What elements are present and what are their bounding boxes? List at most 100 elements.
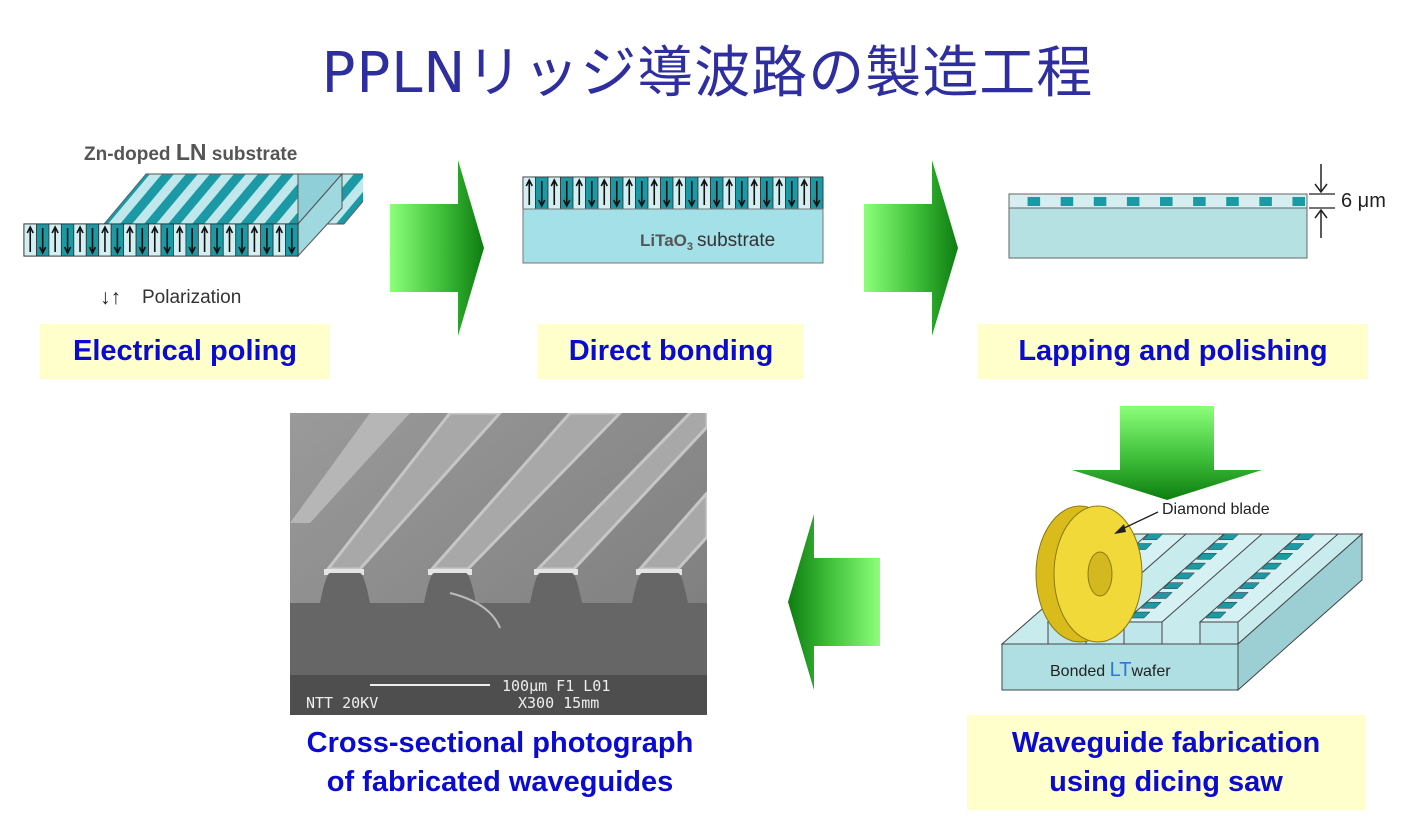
arrow-up-icon <box>725 178 733 187</box>
poling-illustration: Zn-doped LN substrate ↓↑ Polarization <box>23 139 363 309</box>
ridge-domain-stripe <box>1238 582 1260 589</box>
arrow-down-icon <box>613 199 621 208</box>
ridge-domain-stripe <box>1173 572 1196 580</box>
arrow-down-icon <box>213 246 221 255</box>
arrow-up-icon <box>76 225 84 234</box>
ridge-domain-stripe <box>1196 553 1218 560</box>
arrow-left <box>788 514 880 690</box>
page-title: PPLNリッジ導波路の製造工程 <box>321 41 1094 106</box>
domain-stripe <box>1126 197 1140 206</box>
ridge-domain-stripe <box>1140 601 1162 609</box>
photo-caption: Cross-sectional photograph of fabricated… <box>240 724 760 802</box>
step-label-waveguide-fabrication: Waveguide fabrication using dicing saw <box>967 715 1365 810</box>
arrow-down-icon <box>138 246 147 255</box>
arrow-down-icon <box>788 199 796 208</box>
arrow-down <box>1072 406 1262 500</box>
arrow-down-icon <box>638 199 646 208</box>
sem-photograph: 100μm F1 L01 NTT 20KV X300 15mm <box>290 413 707 715</box>
arrow-down-icon <box>263 246 271 255</box>
step-label-lapping-polishing: Lapping and polishing <box>978 324 1368 379</box>
domain-stripe <box>1093 197 1107 206</box>
domain-stripe <box>1027 197 1041 206</box>
substrate-label: Zn-doped LN substrate <box>84 139 297 165</box>
arrow-up-icon <box>675 178 683 187</box>
ridge-domain-stripe <box>1260 562 1283 570</box>
polarization-arrows: ↓↑ <box>100 286 121 309</box>
arrow-up-icon <box>275 225 284 234</box>
arrow-up-icon <box>225 225 234 234</box>
ridge-domain-stripe <box>1216 601 1238 609</box>
arrow-down-icon <box>113 246 122 255</box>
arrow-down-icon <box>88 246 97 255</box>
arrow-right-2 <box>864 160 958 336</box>
arrow-up-icon <box>650 178 658 187</box>
arrow-down-icon <box>63 246 72 255</box>
domain-stripe <box>1259 197 1272 206</box>
arrow-down-icon <box>238 246 246 255</box>
ridge-domain-stripe <box>1162 582 1184 589</box>
arrow-down-icon <box>563 199 571 208</box>
arrow-up-icon <box>51 225 59 234</box>
arrow-down-icon <box>813 199 821 208</box>
ridge-domain-stripe <box>1205 611 1227 619</box>
arrow-down-icon <box>713 199 721 208</box>
arrow-up-icon <box>550 178 558 187</box>
arrow-up-icon <box>625 178 633 187</box>
arrow-up-icon <box>800 178 808 187</box>
dicing-illustration: Diamond blade Bonded LTwafer <box>1000 501 1364 692</box>
arrow-down-icon <box>588 199 596 208</box>
arrow-up-icon <box>600 178 608 187</box>
arrow-up-icon <box>101 225 109 234</box>
arrow-up-icon <box>126 225 134 234</box>
step-label-direct-bonding: Direct bonding <box>538 324 804 379</box>
ridge-domain-stripe <box>1184 562 1207 570</box>
arrow-up-icon <box>775 178 783 187</box>
ridge-domain-stripe <box>1294 533 1316 541</box>
domain-stripe <box>1292 197 1305 206</box>
arrow-up-icon <box>26 225 34 234</box>
ridge-domain-stripe <box>1249 572 1272 580</box>
ridge-domain-stripe <box>1283 543 1305 550</box>
arrow-down-icon <box>38 246 47 255</box>
ridge-domain-stripe <box>1142 533 1164 541</box>
ridge-domain-stripe <box>1151 592 1173 599</box>
thickness-label: 6 μm <box>1341 190 1386 212</box>
arrow-up-icon <box>175 225 184 234</box>
arrow-down-icon <box>538 199 546 208</box>
photo-caption-line2: of fabricated waveguides <box>326 766 674 798</box>
polarization-label: Polarization <box>142 287 241 308</box>
arrow-up-icon <box>151 225 159 234</box>
arrow-up-icon <box>700 178 708 187</box>
arrow-up-icon <box>750 178 758 187</box>
domain-stripe <box>1060 197 1074 206</box>
arrow-down-icon <box>763 199 771 208</box>
bonded-wafer-label: Bonded LTwafer <box>1050 659 1171 681</box>
arrow-down-icon <box>288 246 296 255</box>
ridge-domain-stripe <box>1272 553 1294 560</box>
diamond-blade-label: Diamond blade <box>1162 501 1270 518</box>
arrow-down-icon <box>738 199 746 208</box>
ridge-domain-stripe <box>1227 592 1249 599</box>
domain-stripe <box>1160 197 1173 206</box>
ridge-domain-stripe <box>1207 543 1229 550</box>
sem-info-right: X300 15mm <box>518 694 599 712</box>
sem-info-left: NTT 20KV <box>306 694 378 712</box>
sem-scale-readout: 100μm F1 L01 <box>502 677 610 695</box>
domain-stripe <box>1193 197 1206 206</box>
arrow-down-icon <box>163 246 171 255</box>
arrow-up-icon <box>525 178 533 187</box>
arrow-down-icon <box>188 246 196 255</box>
domain-stripe <box>1226 197 1239 206</box>
arrow-up-icon <box>575 178 583 187</box>
ridge-domain-stripe <box>1218 533 1240 541</box>
arrow-down-icon <box>663 199 671 208</box>
waveguide-label-line2: using dicing saw <box>1049 766 1283 798</box>
arrow-up-icon <box>250 225 259 234</box>
lapping-illustration: 6 μm <box>1008 164 1386 259</box>
waveguide-label-line1: Waveguide fabrication <box>1011 727 1321 759</box>
step-label-electrical-poling: Electrical poling <box>40 324 330 379</box>
arrow-down-icon <box>688 199 696 208</box>
arrow-up-icon <box>200 225 209 234</box>
